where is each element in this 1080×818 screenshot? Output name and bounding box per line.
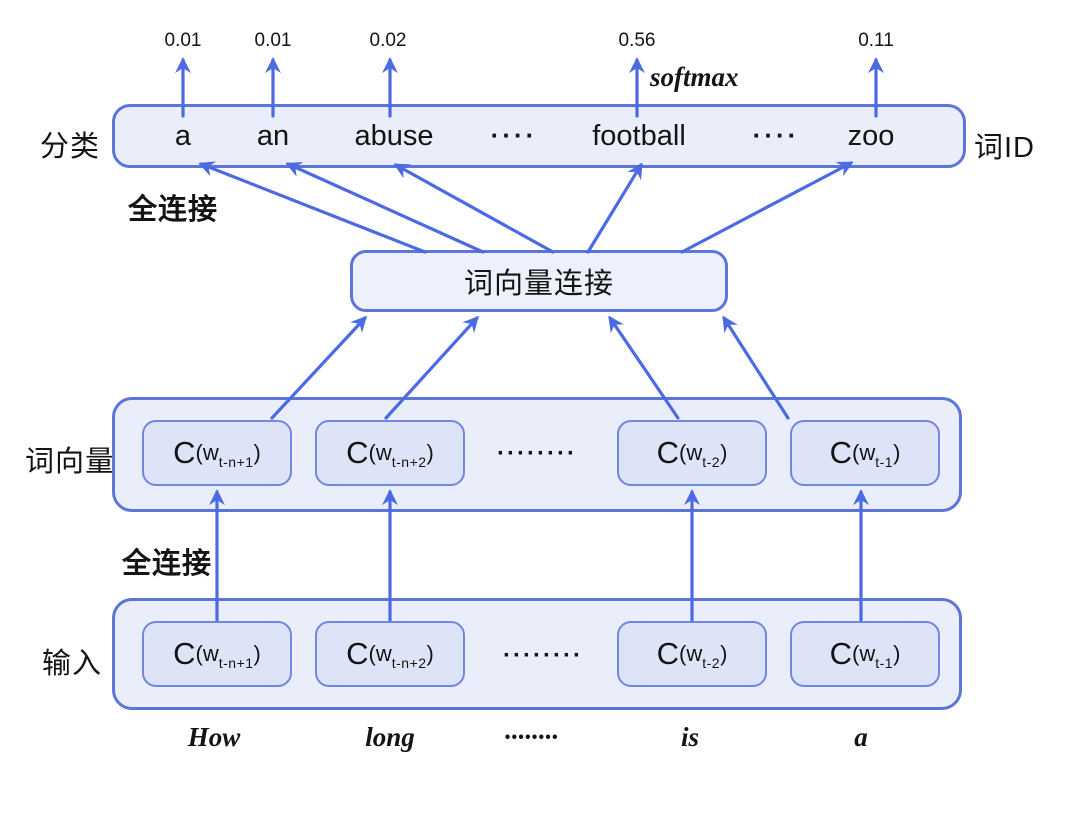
chip-text: (w [852,641,876,666]
chip-text: C [173,636,196,671]
bottom-word-long: long [365,722,415,752]
chip-text: C [656,435,679,470]
prob-an: 0.01 [254,30,292,51]
top-dots-2: ···· [752,120,800,150]
prob-football: 0.56 [618,30,656,51]
chip-text: (w [679,440,703,465]
chip-text: C [346,435,369,470]
arrow-fc-football [586,162,643,254]
softmax-label: softmax [650,62,739,92]
arrow-fc-abuse [393,163,555,254]
chip-subscript: t-2 [702,655,721,671]
chip-text: C [829,435,852,470]
arrow-fc-a [198,161,427,254]
chip-text: ) [720,440,728,465]
chip-subscript: t-2 [702,454,721,470]
concat-box: 词向量连接 [350,250,728,312]
chip-text: C [656,636,679,671]
top-word-zoo: zoo [847,120,895,152]
chip-text: (w [195,641,219,666]
top-word-abuse: abuse [354,120,434,152]
label-input: 输入 [42,648,103,680]
arrow-fc-an [285,162,485,254]
prob-zoo: 0.11 [858,30,894,51]
chip-subscript: t-n+2 [391,454,427,470]
chip-text: ) [893,440,901,465]
chip-text: ) [720,641,728,666]
chip-text: (w [368,440,392,465]
top-dots-1: ···· [490,120,538,150]
prob-a: 0.01 [164,30,202,51]
bottom-word-is: is [680,722,700,752]
input-row-dots: ········ [503,642,583,669]
label-fc-top: 全连接 [128,194,219,226]
top-word-an: an [256,120,290,152]
label-word-id: 词ID [974,132,1036,164]
chip-text: ) [253,440,261,465]
top-word-a: a [174,120,192,152]
label-fc-bottom: 全连接 [122,548,213,580]
chip-text: C [173,435,196,470]
chip-text: (w [368,641,392,666]
chip-subscript: t-n+1 [218,655,254,671]
top-word-football: football [592,120,686,152]
prob-abuse: 0.02 [369,30,407,51]
concat-box-label: 词向量连接 [463,268,614,300]
bottom-word-how: How [187,722,241,752]
chip-text: ) [253,641,261,666]
label-classification: 分类 [40,131,101,163]
classification-box [112,104,966,168]
vector-row-dots: ········ [497,440,577,467]
chip-subscript: t-n+2 [391,655,427,671]
chip-text: ) [426,641,434,666]
chip-subscript: t-n+1 [218,454,254,470]
chip-text: C [829,636,852,671]
label-word-vector: 词向量 [25,446,116,478]
chip-text: ) [426,440,434,465]
chip-text: (w [852,440,876,465]
chip-text: C [346,636,369,671]
chip-subscript: t-1 [875,454,894,470]
chip-subscript: t-1 [875,655,894,671]
arrow-fc-zoo [680,161,854,254]
chip-text: (w [195,440,219,465]
bottom-dots: ········ [504,722,558,752]
chip-text: (w [679,641,703,666]
bottom-word-a: a [854,722,868,752]
chip-text: ) [893,641,901,666]
